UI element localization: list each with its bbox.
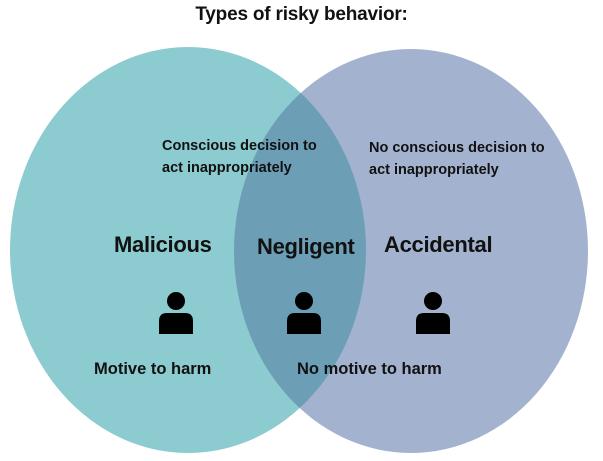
diagram-title: Types of risky behavior: xyxy=(195,4,408,25)
malicious-label: Malicious xyxy=(114,232,212,257)
accidental-label: Accidental xyxy=(384,232,493,257)
malicious-motive: Motive to harm xyxy=(94,360,212,378)
malicious-note: Conscious decision to act inappropriatel… xyxy=(162,138,317,176)
negligent-overlap xyxy=(234,49,366,453)
accidental-motive: No motive to harm xyxy=(297,360,442,378)
negligent-label: Negligent xyxy=(257,234,355,259)
accidental-note: No conscious decision to act inappropria… xyxy=(369,140,545,178)
